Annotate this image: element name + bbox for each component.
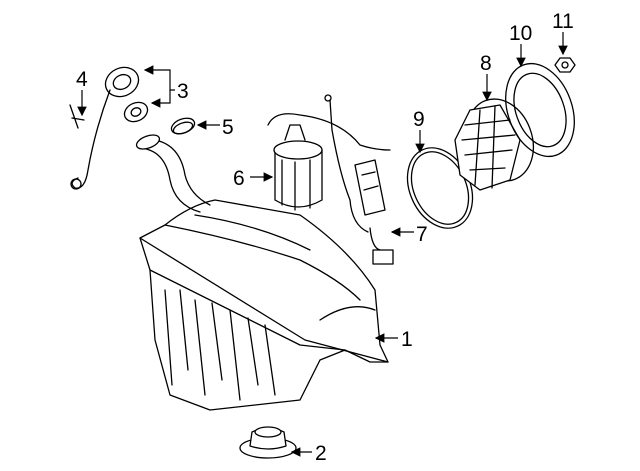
callout-1: 1 xyxy=(401,328,413,351)
callout-6: 6 xyxy=(233,167,245,190)
leader-lines xyxy=(77,32,568,457)
tank-plug-cap-drawing xyxy=(239,426,297,459)
fuel-tank-drawing xyxy=(135,134,389,411)
callout-10: 10 xyxy=(509,22,532,45)
callout-8: 8 xyxy=(480,52,492,75)
callout-9: 9 xyxy=(413,108,425,131)
callout-7: 7 xyxy=(416,223,428,246)
callout-2: 2 xyxy=(315,442,327,465)
callout-4: 4 xyxy=(76,68,88,91)
cap-tether-drawing xyxy=(69,89,111,190)
nut-drawing xyxy=(554,57,576,73)
filler-cap-drawing xyxy=(104,66,149,123)
callout-11: 11 xyxy=(552,10,574,33)
callout-5: 5 xyxy=(222,116,234,139)
fuel-pump-drawing xyxy=(267,94,391,233)
level-sender-drawing xyxy=(354,159,394,265)
clamp-drawing xyxy=(170,117,196,135)
callout-3: 3 xyxy=(177,80,189,103)
pump-housing-drawing xyxy=(454,98,534,191)
